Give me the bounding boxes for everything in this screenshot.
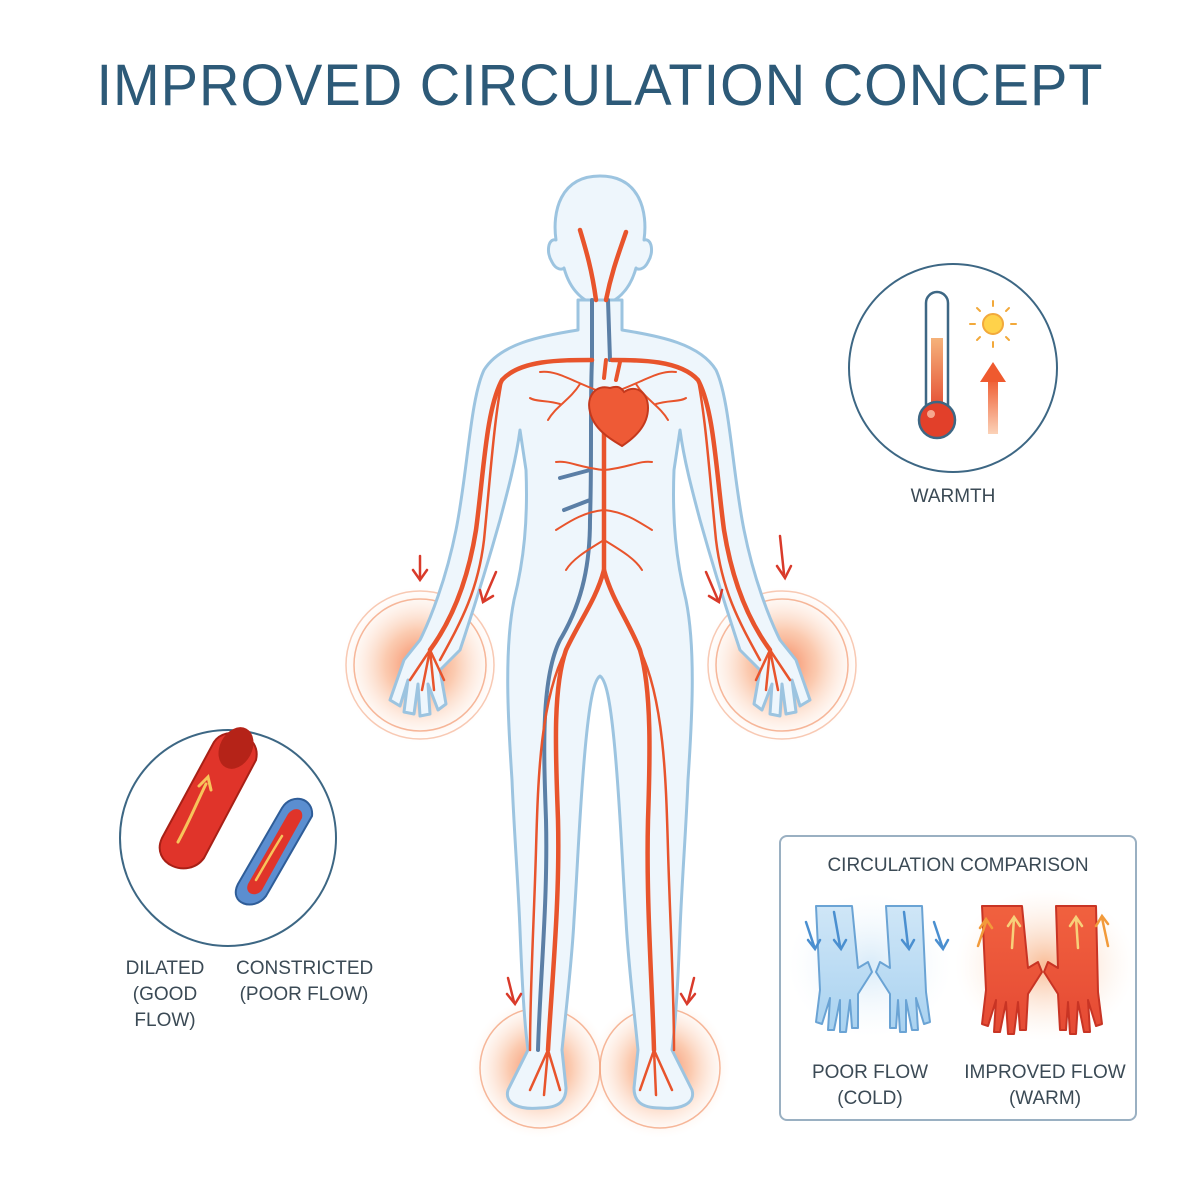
thermometer-icon [917, 290, 957, 440]
sun-icon [969, 300, 1017, 348]
dilated-label-line2: (GOOD FLOW) [132, 984, 198, 1031]
poor-flow-line2: (COLD) [837, 1088, 903, 1109]
comparison-panel: CIRCULATION COMPARISON [779, 835, 1137, 1121]
veins [536, 298, 612, 1052]
cold-hand-right-icon [875, 905, 931, 1033]
constricted-label-line2: (POOR FLOW) [239, 984, 369, 1005]
body-silhouette [388, 174, 812, 1110]
arrow-up-icon [980, 362, 1006, 434]
heart [588, 358, 650, 448]
dilated-label: DILATED (GOOD FLOW) [100, 956, 230, 1034]
flow-arrows [411, 534, 793, 1007]
warm-hand-right-icon [1043, 905, 1103, 1035]
dilated-label-line1: DILATED [125, 958, 205, 979]
comparison-title: CIRCULATION COMPARISON [827, 855, 1089, 876]
improved-flow-line1: IMPROVED FLOW [964, 1062, 1126, 1083]
improved-flow-label: IMPROVED FLOW (WARM) [962, 1060, 1128, 1112]
arteries [408, 227, 792, 1097]
page-title: IMPROVED CIRCULATION CONCEPT [96, 51, 1104, 118]
constricted-vessel-icon [234, 797, 314, 906]
constricted-label-line1: CONSTRICTED [236, 958, 374, 979]
improved-flow-line2: (WARM) [1008, 1088, 1082, 1109]
vessels-badge [119, 727, 337, 947]
poor-flow-label: POOR FLOW (COLD) [800, 1060, 940, 1112]
warmth-badge [848, 263, 1058, 473]
cold-hand-left-icon [815, 905, 873, 1033]
constricted-label: CONSTRICTED (POOR FLOW) [236, 956, 374, 1008]
dilated-vessel-icon [158, 727, 258, 870]
comparison-hands [788, 889, 1135, 1041]
poor-flow-line1: POOR FLOW [811, 1062, 929, 1083]
warm-hand-left-icon [981, 905, 1043, 1035]
warmth-label: WARMTH [910, 486, 996, 507]
